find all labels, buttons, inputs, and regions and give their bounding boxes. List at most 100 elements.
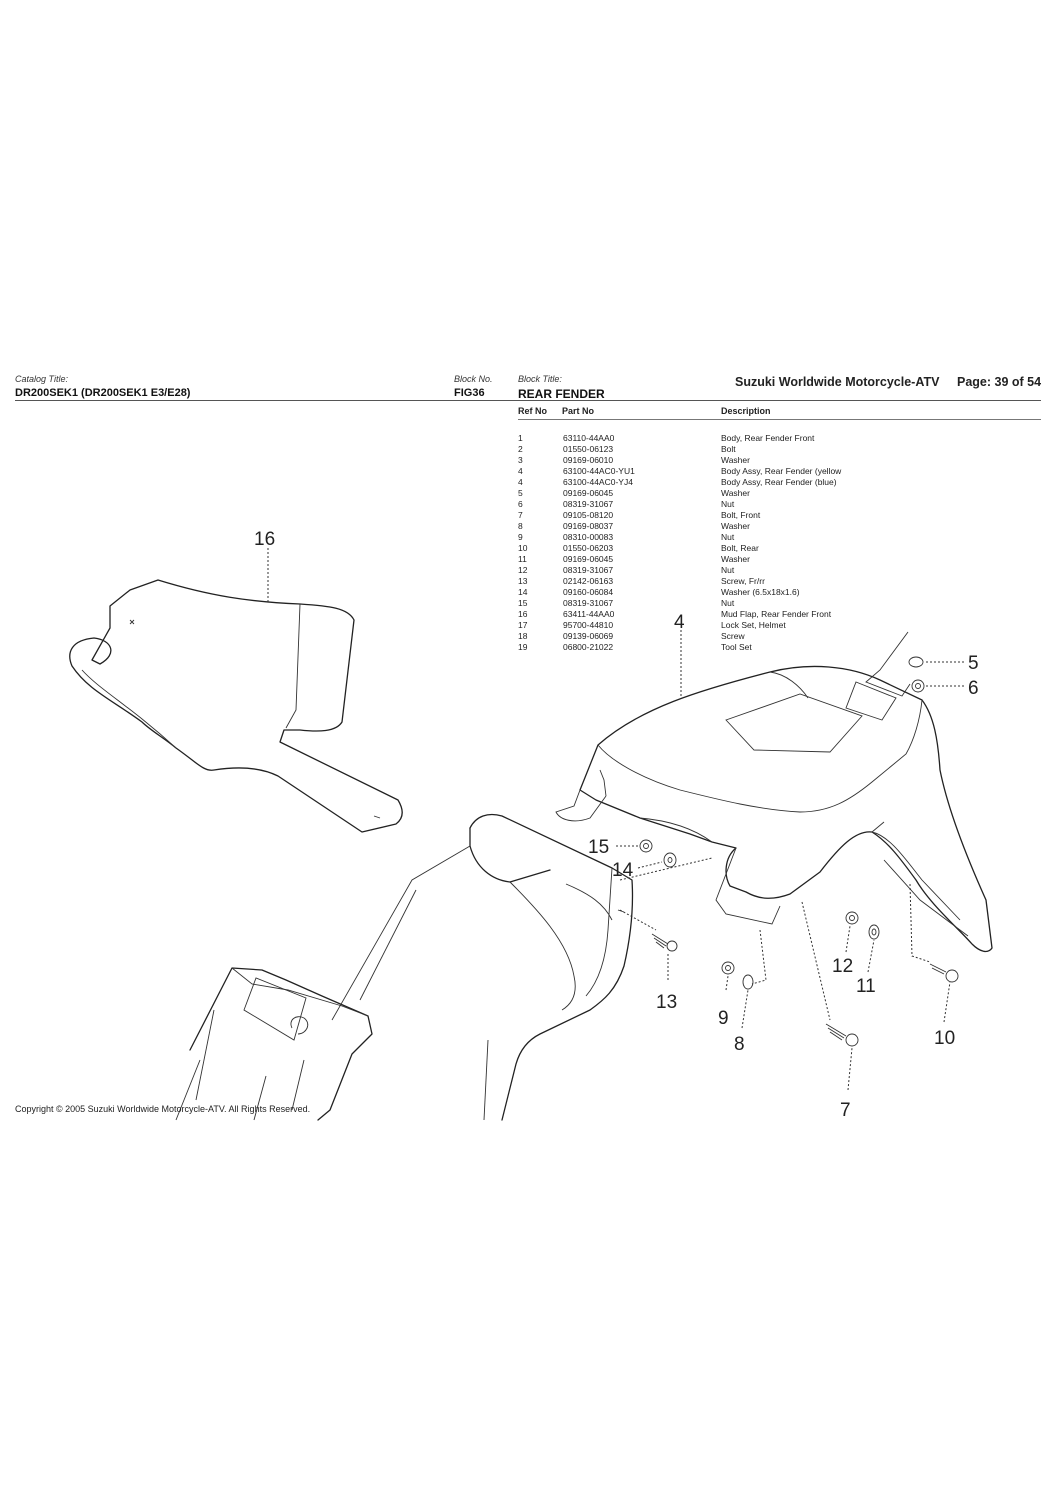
table-row: 10 01550-06203 Bolt, Rear xyxy=(518,543,1041,554)
rear-fender-body-part xyxy=(555,631,993,953)
ref-no: 6 xyxy=(518,499,523,509)
ref-no: 13 xyxy=(518,576,528,586)
table-row: 3 09169-06010 Washer xyxy=(518,455,1041,466)
description: Mud Flap, Rear Fender Front xyxy=(721,609,832,619)
nut-15 xyxy=(639,839,653,853)
callout-11: 11 xyxy=(856,976,876,997)
header-rule xyxy=(15,400,1041,401)
part-no: 02142-06163 xyxy=(563,576,614,586)
ref-no: 17 xyxy=(518,620,528,630)
col-part-no: Part No xyxy=(562,406,595,416)
part-no: 09139-06069 xyxy=(563,631,614,641)
table-row: 5 09169-06045 Washer xyxy=(518,488,1041,499)
description: Tool Set xyxy=(721,642,752,652)
description: Bolt, Rear xyxy=(721,543,759,553)
callout-9: 9 xyxy=(718,1008,729,1029)
ref-no: 11 xyxy=(518,554,527,564)
ref-no: 16 xyxy=(518,609,528,619)
nut-5 xyxy=(908,656,924,668)
description: Washer xyxy=(721,521,750,531)
col-ref-no: Ref No xyxy=(518,406,547,416)
ref-no: 4 xyxy=(518,477,523,487)
callout-6: 6 xyxy=(968,678,979,699)
lock-set-part xyxy=(175,845,471,1121)
ref-no: 12 xyxy=(518,565,528,575)
callout-16: 16 xyxy=(254,529,275,550)
block-no-label: Block No. xyxy=(454,374,493,384)
callout-10: 10 xyxy=(934,1028,955,1049)
ref-no: 15 xyxy=(518,598,528,608)
rear-fender-front-part xyxy=(469,813,634,1121)
callout-12: 12 xyxy=(832,956,853,977)
part-no: 63100-44AC0-YJ4 xyxy=(563,477,633,487)
callout-15: 15 xyxy=(588,837,609,858)
callout-4: 4 xyxy=(674,612,685,633)
block-title-label: Block Title: xyxy=(518,374,562,384)
description: Bolt, Front xyxy=(721,510,761,520)
description: Washer xyxy=(721,488,750,498)
table-row: 7 09105-08120 Bolt, Front xyxy=(518,510,1041,521)
ref-no: 19 xyxy=(518,642,528,652)
page-indicator: Page: 39 of 54 xyxy=(957,375,1042,389)
description: Washer (6.5x18x1.6) xyxy=(721,587,800,597)
part-no: 09169-06010 xyxy=(563,455,614,465)
callout-14: 14 xyxy=(612,860,634,881)
mud-flap-part xyxy=(69,579,403,833)
ref-no: 1 xyxy=(518,433,523,443)
callout-8: 8 xyxy=(734,1034,745,1055)
table-head-rule xyxy=(518,419,1041,420)
ref-no: 9 xyxy=(518,532,523,542)
ref-no: 10 xyxy=(518,543,528,553)
nut-6 xyxy=(911,679,925,693)
ref-no: 7 xyxy=(518,510,523,520)
ref-no: 8 xyxy=(518,521,523,531)
washer-11 xyxy=(868,924,880,940)
ref-no: 5 xyxy=(518,488,523,498)
ref-no: 2 xyxy=(518,444,523,454)
block-title: REAR FENDER xyxy=(518,387,605,401)
washer-14 xyxy=(663,852,677,868)
table-row: 1 63110-44AA0 Body, Rear Fender Front xyxy=(518,433,1041,444)
part-no: 09169-08037 xyxy=(563,521,614,531)
table-row: 4 63100-44AC0-YU1 Body Assy, Rear Fender (… xyxy=(518,466,1041,477)
col-description: Description xyxy=(721,406,771,416)
description: Washer xyxy=(721,455,750,465)
part-no: 63110-44AA0 xyxy=(563,433,615,443)
callout-numbers: 16 4 5 6 15 14 13 12 11 9 8 10 7 xyxy=(254,529,979,1121)
description: Nut xyxy=(721,532,735,542)
washer-8 xyxy=(742,974,754,990)
bolt-7 xyxy=(825,1023,859,1047)
part-no: 09169-06045 xyxy=(563,554,614,564)
description: Body Assy, Rear Fender (blue) xyxy=(721,477,837,487)
ref-no: 3 xyxy=(518,455,523,465)
part-no: 09105-08120 xyxy=(563,510,614,520)
screw-13 xyxy=(651,933,678,952)
description: Body, Rear Fender Front xyxy=(721,433,815,443)
bolt-10 xyxy=(929,963,959,983)
nut-12 xyxy=(845,911,859,925)
part-no: 01550-06203 xyxy=(563,543,614,553)
description: Body Assy, Rear Fender (yellow xyxy=(721,466,842,476)
description: Screw xyxy=(721,631,745,641)
brand-title: Suzuki Worldwide Motorcycle-ATV xyxy=(735,375,940,389)
hardware-parts xyxy=(639,656,959,1047)
callout-13: 13 xyxy=(656,992,677,1013)
part-no: 09169-06045 xyxy=(563,488,614,498)
part-no: 08319-31067 xyxy=(563,565,614,575)
table-row: 8 09169-08037 Washer xyxy=(518,521,1041,532)
description: Bolt xyxy=(721,444,736,454)
callout-7: 7 xyxy=(840,1100,851,1121)
ref-no: 4 xyxy=(518,466,523,476)
callout-5: 5 xyxy=(968,653,979,674)
catalog-title: DR200SEK1 (DR200SEK1 E3/E28) xyxy=(15,387,191,399)
part-no: 63100-44AC0-YU1 xyxy=(563,466,635,476)
